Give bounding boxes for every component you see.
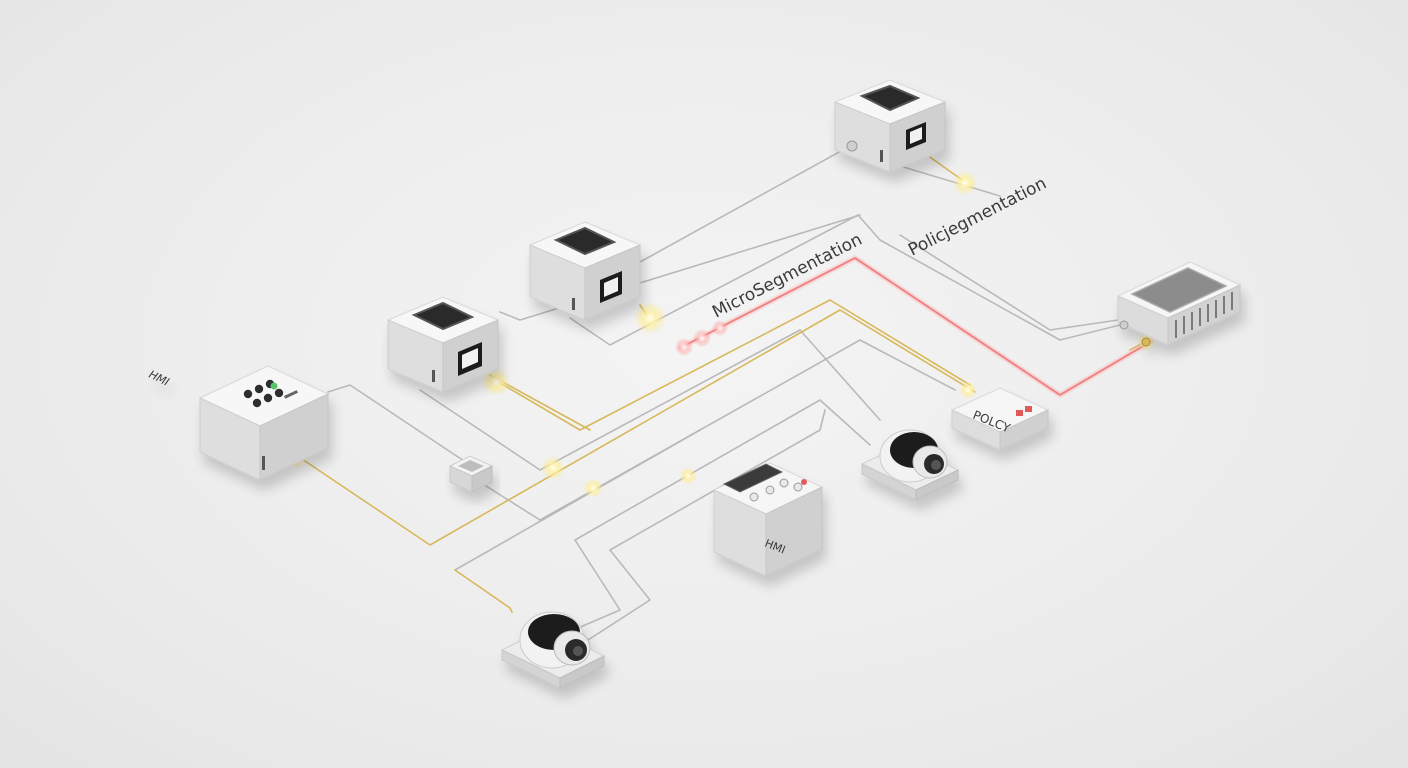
hmi-left: HMI bbox=[146, 365, 330, 481]
glow-cable-3 bbox=[679, 467, 697, 485]
gray-cables bbox=[327, 145, 1121, 641]
glow-policy bbox=[959, 381, 977, 399]
cable-camera-left-1 bbox=[574, 399, 871, 629]
screen-icon bbox=[411, 301, 475, 331]
micro-segmentation-label: MicroSegmentation bbox=[709, 230, 865, 323]
keypad-icon bbox=[243, 379, 284, 408]
gold-cable-hmi bbox=[295, 309, 976, 546]
cable-top-switch-to-mid bbox=[639, 145, 851, 263]
camera-lens-icon bbox=[890, 432, 948, 479]
hmi-center: HMI bbox=[712, 462, 824, 577]
red-policy-cable-halo bbox=[677, 255, 1153, 398]
keypad-icon bbox=[749, 478, 803, 502]
cable-segment-line-1 bbox=[569, 214, 1121, 346]
red-glow-2 bbox=[693, 329, 711, 347]
camera-left bbox=[500, 611, 606, 689]
screen-icon bbox=[722, 463, 784, 493]
cable-right-link bbox=[899, 234, 1119, 331]
screen-icon bbox=[1130, 267, 1228, 313]
policy-segmentation-label: Policjegmentation bbox=[905, 174, 1050, 261]
screen-icon bbox=[553, 226, 617, 256]
status-led-icon bbox=[270, 382, 278, 390]
ethernet-port-icon bbox=[600, 271, 622, 303]
policy-red-indicator bbox=[1016, 410, 1023, 416]
cables bbox=[295, 145, 1153, 641]
cable-segment-line-2 bbox=[499, 214, 861, 321]
cable-hmi-to-switch bbox=[327, 384, 467, 463]
glow-points bbox=[284, 171, 1155, 498]
cable-camera-left-2 bbox=[587, 409, 826, 641]
glow-left-switch bbox=[482, 368, 510, 396]
glow-cable-1 bbox=[541, 456, 565, 480]
cable-mid-to-camera-right bbox=[419, 329, 881, 471]
router-right bbox=[1116, 261, 1242, 347]
glow-cable-2 bbox=[583, 478, 603, 498]
red-glow-3 bbox=[712, 320, 728, 336]
glow-mid-switch bbox=[634, 302, 666, 334]
red-glow-1 bbox=[675, 338, 693, 356]
vent-grille-icon bbox=[1175, 292, 1233, 338]
screen-icon bbox=[859, 84, 921, 112]
ethernet-port-icon bbox=[906, 122, 926, 150]
gold-cable-camera bbox=[454, 569, 513, 613]
switch-top bbox=[833, 79, 947, 173]
red-policy-cable bbox=[679, 257, 1151, 396]
gold-cable-mid bbox=[494, 299, 971, 431]
hmi-left-label: HMI bbox=[146, 368, 173, 388]
switch-middle bbox=[528, 221, 642, 321]
switch-left bbox=[386, 296, 500, 393]
cable-camera-left-3 bbox=[454, 429, 701, 571]
policy-box: POLCY bbox=[950, 387, 1050, 451]
relay-box bbox=[448, 455, 494, 493]
camera-lens-icon bbox=[528, 614, 591, 666]
camera-right bbox=[860, 429, 960, 501]
status-led-icon bbox=[801, 479, 807, 485]
ethernet-port-icon bbox=[458, 342, 482, 376]
glow-top bbox=[953, 171, 977, 195]
policy-red-indicator bbox=[1025, 406, 1032, 412]
gold-cables bbox=[295, 149, 1146, 613]
